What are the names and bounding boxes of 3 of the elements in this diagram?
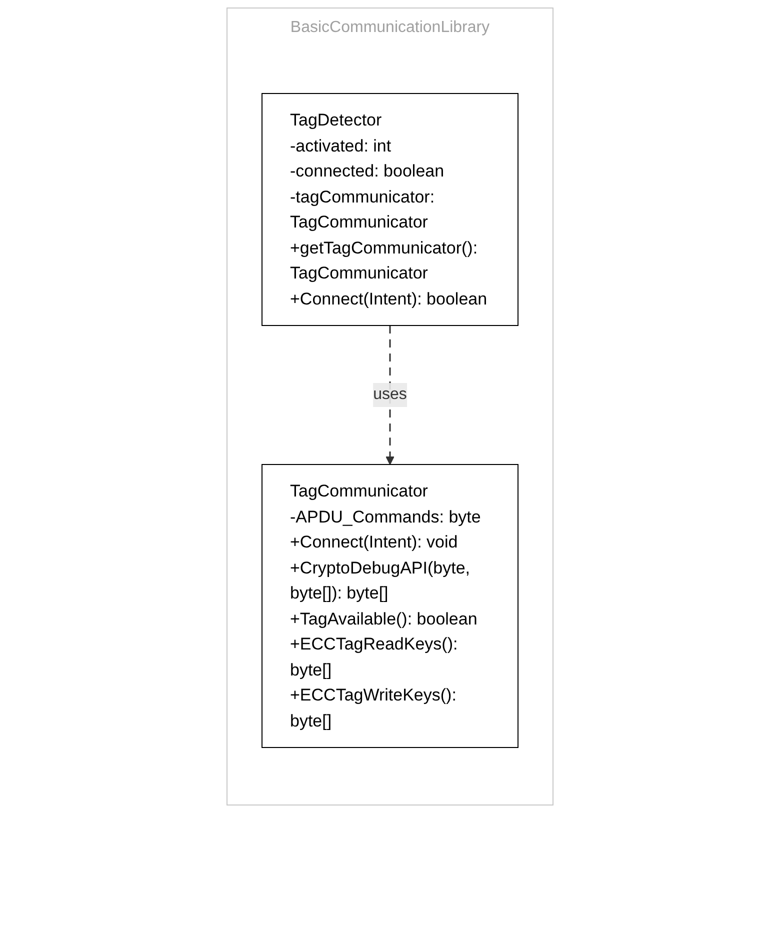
edge-label: uses: [372, 386, 406, 403]
node-box: TagCommunicator -APDU_Commands: byte +Connect(Intent): void +CryptoDebugAPI(byte, byte[]): byte[] +TagAvailable(): boolean +ECCTagReadKeys(): byte[] +ECCTagWriteKeys(): byte[]: [261, 464, 518, 748]
node-box: TagDetector -activated: int -connected: boolean -tagCommunicator: TagCommunicator +getTagCommunicator(): TagCommunicator +Connect(Intent): boolean: [261, 93, 518, 326]
